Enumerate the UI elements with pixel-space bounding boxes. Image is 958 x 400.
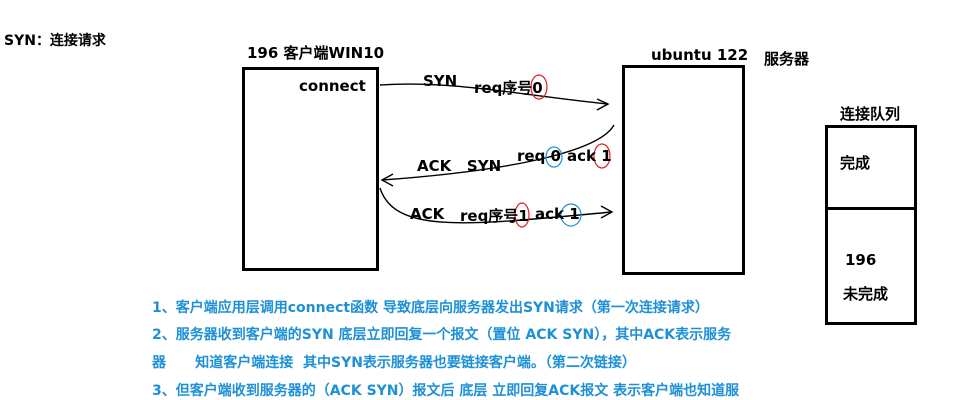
- queue-title: 连接队列: [840, 105, 901, 123]
- ack1-red-circle: [593, 143, 611, 169]
- seq0-red-circle: [530, 74, 548, 100]
- note-line-4: 3、但客户端收到服务器的（ACK SYN）报文后 底层 立即回复ACK报文 表示…: [152, 383, 740, 399]
- server-host-label: ubuntu 122: [651, 46, 749, 64]
- client-connect-label: connect: [299, 77, 366, 95]
- queue-box: [825, 125, 917, 325]
- client-label: 196 客户端WIN10: [247, 44, 385, 62]
- queue-pending-label: 未完成: [843, 285, 889, 303]
- note-line-3: 器 知道客户端连接 其中SYN表示服务器也要链接客户端。（第二次链接）: [152, 355, 636, 371]
- syn-arrow-head: [596, 98, 610, 111]
- syn-arrow: [379, 83, 609, 105]
- note-line-1: 1、客户端应用层调用connect函数 导致底层向服务器发出SYN请求（第一次连…: [152, 300, 709, 316]
- ack-syn-arrow-head: [380, 173, 394, 187]
- msg1-flag: SYN: [423, 72, 458, 90]
- ack-arrow-head: [600, 205, 614, 219]
- server-box: [622, 65, 745, 275]
- ack-syn-arrow: [381, 124, 615, 181]
- seq1-red-circle: [514, 202, 530, 228]
- client-box: [242, 67, 379, 271]
- ack1-blue-circle: [560, 203, 582, 227]
- msg1-seq: req序号0: [474, 79, 543, 97]
- msg2-ack: ack 1: [567, 147, 612, 165]
- msg3-req: req序号1: [460, 207, 529, 225]
- note-line-2: 2、服务器收到客户端的SYN 底层立即回复一个报文（置位 ACK SYN），其中…: [152, 327, 732, 343]
- req0-blue-circle: [545, 146, 563, 168]
- msg2-flags: ACK SYN: [417, 157, 502, 175]
- queue-done-label: 完成: [840, 154, 871, 172]
- queue-pending-id: 196: [845, 251, 877, 269]
- server-role-label: 服务器: [764, 50, 810, 68]
- msg3-flag: ACK: [410, 205, 445, 223]
- page-title: SYN：连接请求: [4, 33, 106, 49]
- msg3-ack: ack 1: [535, 205, 580, 223]
- msg2-req: req 0: [517, 147, 561, 165]
- queue-divider: [825, 207, 917, 210]
